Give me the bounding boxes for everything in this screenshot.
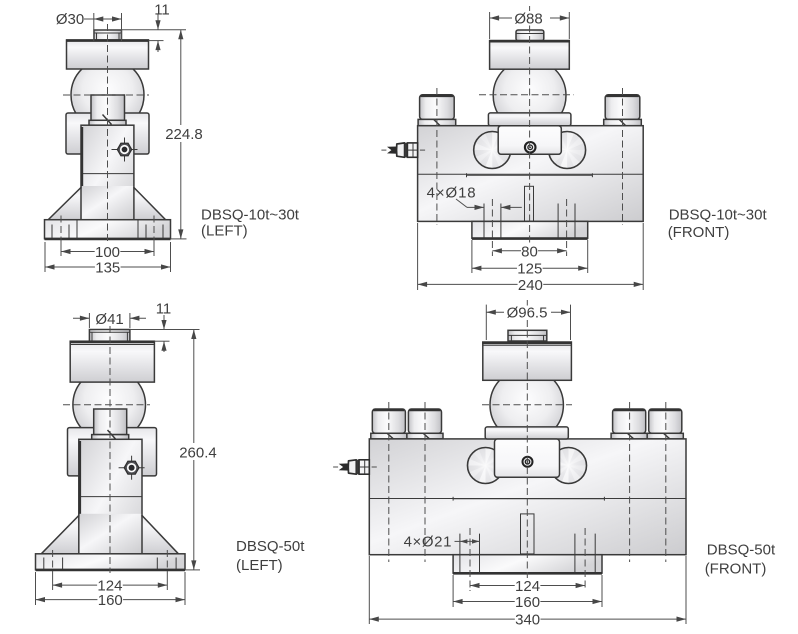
- svg-text:(LEFT): (LEFT): [236, 557, 283, 574]
- svg-text:(FRONT): (FRONT): [705, 561, 767, 578]
- svg-text:(LEFT): (LEFT): [201, 223, 248, 240]
- svg-text:DBSQ-50t: DBSQ-50t: [236, 538, 305, 555]
- svg-text:125: 125: [517, 261, 542, 278]
- svg-text:160: 160: [515, 594, 540, 611]
- svg-text:DBSQ-10t~30t: DBSQ-10t~30t: [669, 207, 768, 224]
- svg-text:4×Ø21: 4×Ø21: [404, 533, 452, 550]
- svg-text:DBSQ-50t: DBSQ-50t: [707, 542, 776, 559]
- svg-text:Ø88: Ø88: [514, 11, 542, 28]
- svg-text:11: 11: [156, 301, 172, 318]
- svg-text:(FRONT): (FRONT): [668, 224, 730, 241]
- svg-text:124: 124: [515, 578, 540, 595]
- svg-text:4×Ø18: 4×Ø18: [427, 185, 477, 202]
- svg-text:124: 124: [97, 578, 122, 595]
- svg-text:135: 135: [95, 260, 120, 277]
- svg-text:Ø30: Ø30: [56, 11, 84, 28]
- svg-text:Ø96.5: Ø96.5: [507, 305, 548, 322]
- svg-text:160: 160: [98, 592, 123, 609]
- svg-text:100: 100: [95, 244, 120, 261]
- svg-text:340: 340: [515, 612, 540, 629]
- svg-text:260.4: 260.4: [179, 445, 217, 462]
- svg-text:80: 80: [521, 243, 538, 260]
- svg-text:Ø41: Ø41: [95, 311, 123, 328]
- svg-text:DBSQ-10t~30t: DBSQ-10t~30t: [201, 207, 300, 224]
- svg-text:11: 11: [154, 2, 170, 19]
- svg-text:224.8: 224.8: [165, 126, 203, 143]
- svg-text:240: 240: [518, 277, 543, 294]
